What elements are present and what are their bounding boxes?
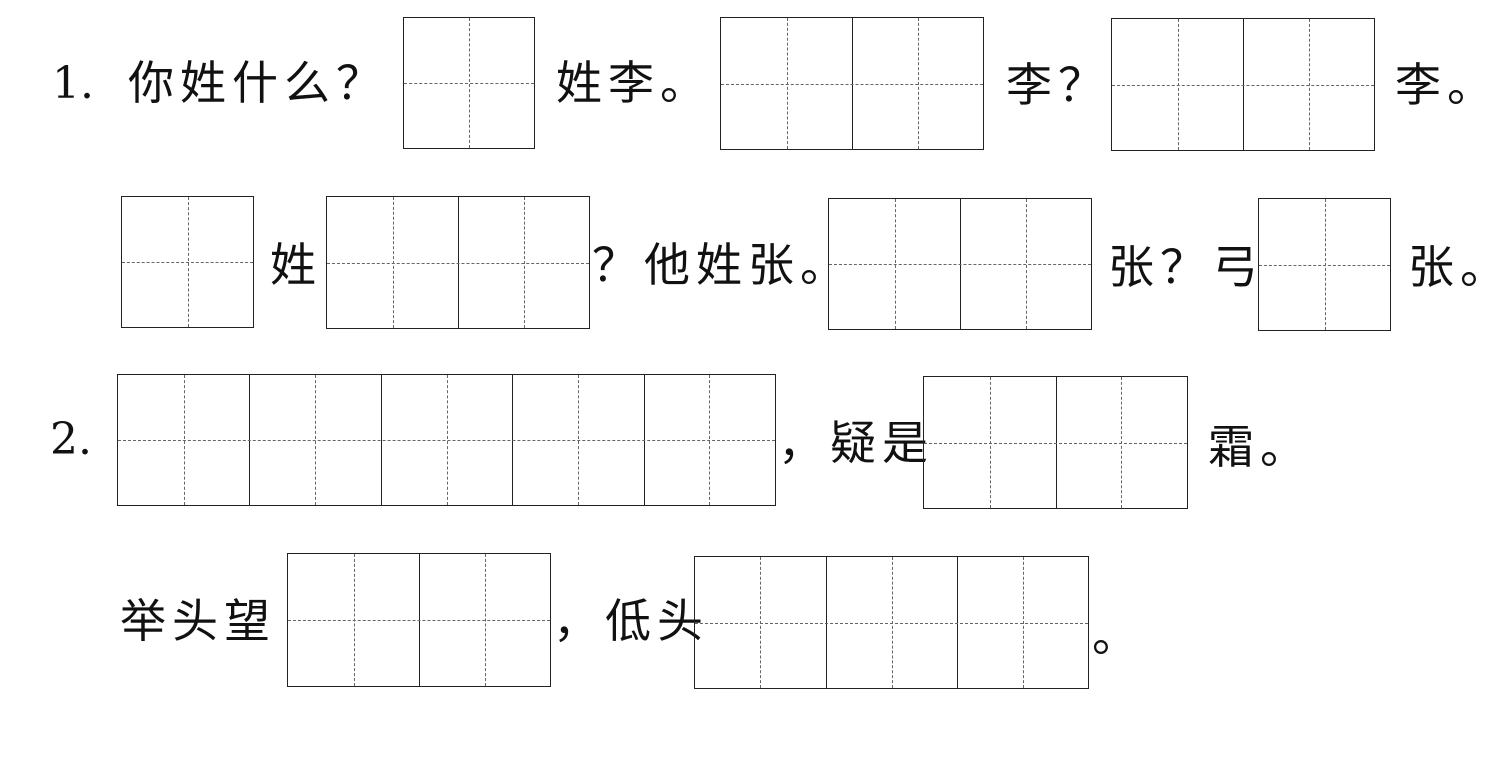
item-1-text-1e: ？他姓张。 [592, 238, 852, 292]
cell-guide-horizontal [288, 620, 550, 621]
write-box-2d[interactable] [694, 556, 1089, 689]
cell-guide-horizontal [118, 440, 775, 441]
write-box-1b[interactable] [720, 17, 984, 150]
item-1-text-1b: 李？ [1006, 58, 1110, 112]
write-box-1g[interactable] [1258, 198, 1391, 331]
write-box-2c[interactable] [287, 553, 551, 687]
item-2-text-2a: ，疑是 [778, 416, 934, 470]
item-1-question: 你姓什么？ [128, 56, 388, 110]
item-1-text-1f: 张？弓 [1108, 240, 1264, 294]
write-box-1c[interactable] [1111, 18, 1375, 151]
cell-guide-horizontal [404, 83, 534, 84]
write-box-1e[interactable] [326, 196, 590, 329]
item-1-text-1c: 李。 [1395, 58, 1499, 112]
cell-guide-horizontal [1112, 84, 1374, 86]
cell-guide-horizontal [327, 262, 589, 264]
item-1-text-1a: 姓李。 [556, 56, 712, 110]
cell-guide-horizontal [122, 262, 253, 263]
item-2-number: 2. [50, 414, 92, 465]
write-box-1d[interactable] [121, 196, 254, 328]
item-2-prefix: 举头望 [120, 594, 276, 648]
write-box-2b[interactable] [923, 376, 1188, 509]
write-box-1f[interactable] [828, 198, 1092, 330]
item-2-text-2c: ，低头 [553, 594, 709, 648]
cell-guide-horizontal [721, 83, 983, 85]
item-1-text-1g: 张。 [1408, 240, 1502, 294]
cell-guide-horizontal [924, 442, 1187, 444]
item-2-text-2d: 。 [1092, 608, 1144, 662]
item-1-text-1d: 姓 [270, 238, 322, 292]
cell-guide-horizontal [829, 264, 1091, 265]
cell-guide-horizontal [695, 622, 1088, 624]
item-1-number: 1. [52, 58, 94, 109]
write-box-2a[interactable] [117, 374, 776, 506]
cell-guide-horizontal [1259, 264, 1390, 266]
item-2-text-2b: 霜。 [1208, 420, 1312, 474]
write-box-1a[interactable] [403, 17, 535, 149]
